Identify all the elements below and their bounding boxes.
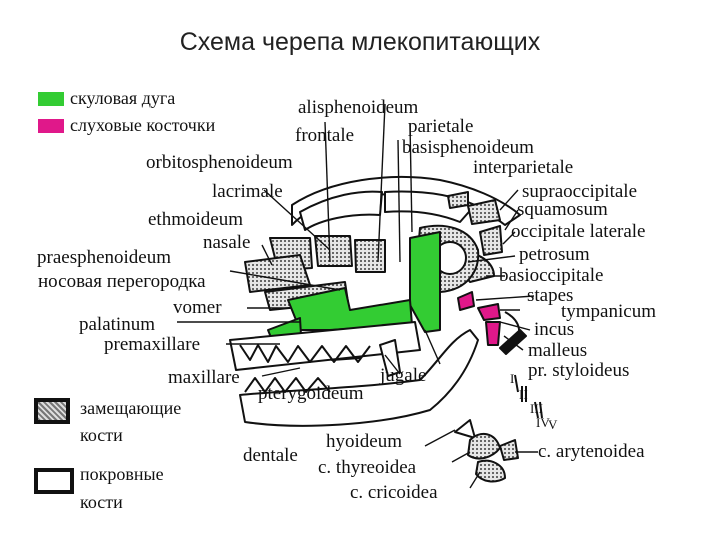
label-nasal-septum: носовая перегородка	[38, 271, 206, 292]
hyoideum-bone	[454, 419, 476, 439]
label-pterygoideum: pterygoideum	[258, 383, 364, 404]
label-hyoid-iii: III	[530, 401, 543, 416]
arytenoidea-cartilage	[499, 439, 519, 461]
supraoccipitale-bone	[467, 199, 501, 225]
label-malleus: malleus	[528, 340, 588, 361]
cricoidea-cartilage	[475, 459, 506, 483]
zygomatic-arch-squamosum	[409, 231, 441, 333]
label-orbitosphenoideum: orbitosphenoideum	[146, 152, 293, 173]
nasal-region	[244, 254, 311, 293]
label-occipitale-laterale: occipitale laterale	[511, 221, 646, 242]
label-basioccipitale: basioccipitale	[499, 265, 604, 286]
zygomatic-arch-jugale	[287, 287, 413, 331]
upper-teeth	[239, 344, 371, 363]
label-parietale: parietale	[408, 116, 474, 137]
legend-covering-bones-1: покровные	[80, 464, 164, 484]
label-petrosum: petrosum	[519, 244, 590, 265]
dentale-bone	[239, 329, 479, 427]
hyoid-i	[514, 374, 519, 393]
label-c-arytenoidea: c. arytenoidea	[538, 441, 645, 462]
label-lacrimale: lacrimale	[212, 181, 283, 202]
hyoid-ii	[521, 386, 527, 402]
label-pr-styloideus: pr. styloideus	[528, 360, 630, 381]
interparietale-bone	[447, 191, 469, 209]
page-title: Схема черепа млекопитающих	[179, 28, 541, 56]
label-vomer: vomer	[173, 297, 222, 318]
malleus-ossicle	[485, 321, 501, 346]
legend-covering-bones-2: кости	[80, 492, 123, 512]
legend-swatch-replacing	[34, 398, 70, 424]
label-supraoccipitale: supraoccipitale	[522, 181, 638, 202]
label-alisphenoideum: alisphenoideum	[298, 97, 419, 118]
label-c-thyreoidea: c. thyreoidea	[318, 457, 417, 478]
legend-swatch-covering	[34, 468, 74, 494]
label-hyoideum: hyoideum	[326, 431, 402, 452]
upper-jaw	[229, 321, 421, 371]
label-hyoid-v: V	[548, 417, 558, 432]
label-praesphenoideum: praesphenoideum	[37, 247, 172, 268]
label-hyoid-iv: IV	[536, 415, 550, 430]
label-palatinum: palatinum	[79, 314, 155, 335]
label-maxillare: maxillare	[168, 367, 240, 388]
legend-replacing-bones-1: замещающие	[80, 398, 182, 418]
label-squamosum: squamosum	[517, 199, 608, 220]
lower-teeth	[244, 377, 331, 393]
legend-swatch-zygomatic	[38, 92, 64, 106]
occipitale-laterale-bone	[479, 225, 503, 256]
label-nasale: nasale	[203, 232, 251, 253]
label-tympanicum: tympanicum	[561, 301, 656, 322]
legend-zygomatic-arch: скуловая дуга	[70, 88, 176, 108]
legend-auditory-ossicles: слуховые косточки	[70, 115, 216, 135]
label-dentale: dentale	[243, 445, 298, 466]
orbitosphenoideum-bone	[314, 235, 353, 267]
alisphenoideum-bone	[354, 239, 386, 273]
legend-replacing-bones-2: кости	[80, 425, 123, 445]
legend-swatch-ossicles	[38, 119, 64, 133]
incus-ossicle	[477, 303, 501, 321]
label-c-cricoidea: c. cricoidea	[350, 482, 438, 503]
label-incus: incus	[534, 319, 575, 340]
label-hyoid-ii: II	[519, 387, 528, 402]
label-ethmoideum: ethmoideum	[148, 209, 243, 230]
label-stapes: stapes	[527, 285, 574, 306]
label-basisphenoideum: basisphenoideum	[402, 137, 534, 158]
label-premaxillare: premaxillare	[104, 334, 201, 355]
thyreoidea-cartilage	[467, 432, 501, 460]
hyoid-iii	[534, 401, 543, 419]
label-hyoid-i: I	[510, 371, 515, 386]
label-jugale: jugale	[380, 365, 427, 386]
stapes-ossicle	[457, 291, 475, 311]
label-interparietale: interparietale	[473, 157, 574, 178]
label-frontale: frontale	[295, 125, 355, 146]
